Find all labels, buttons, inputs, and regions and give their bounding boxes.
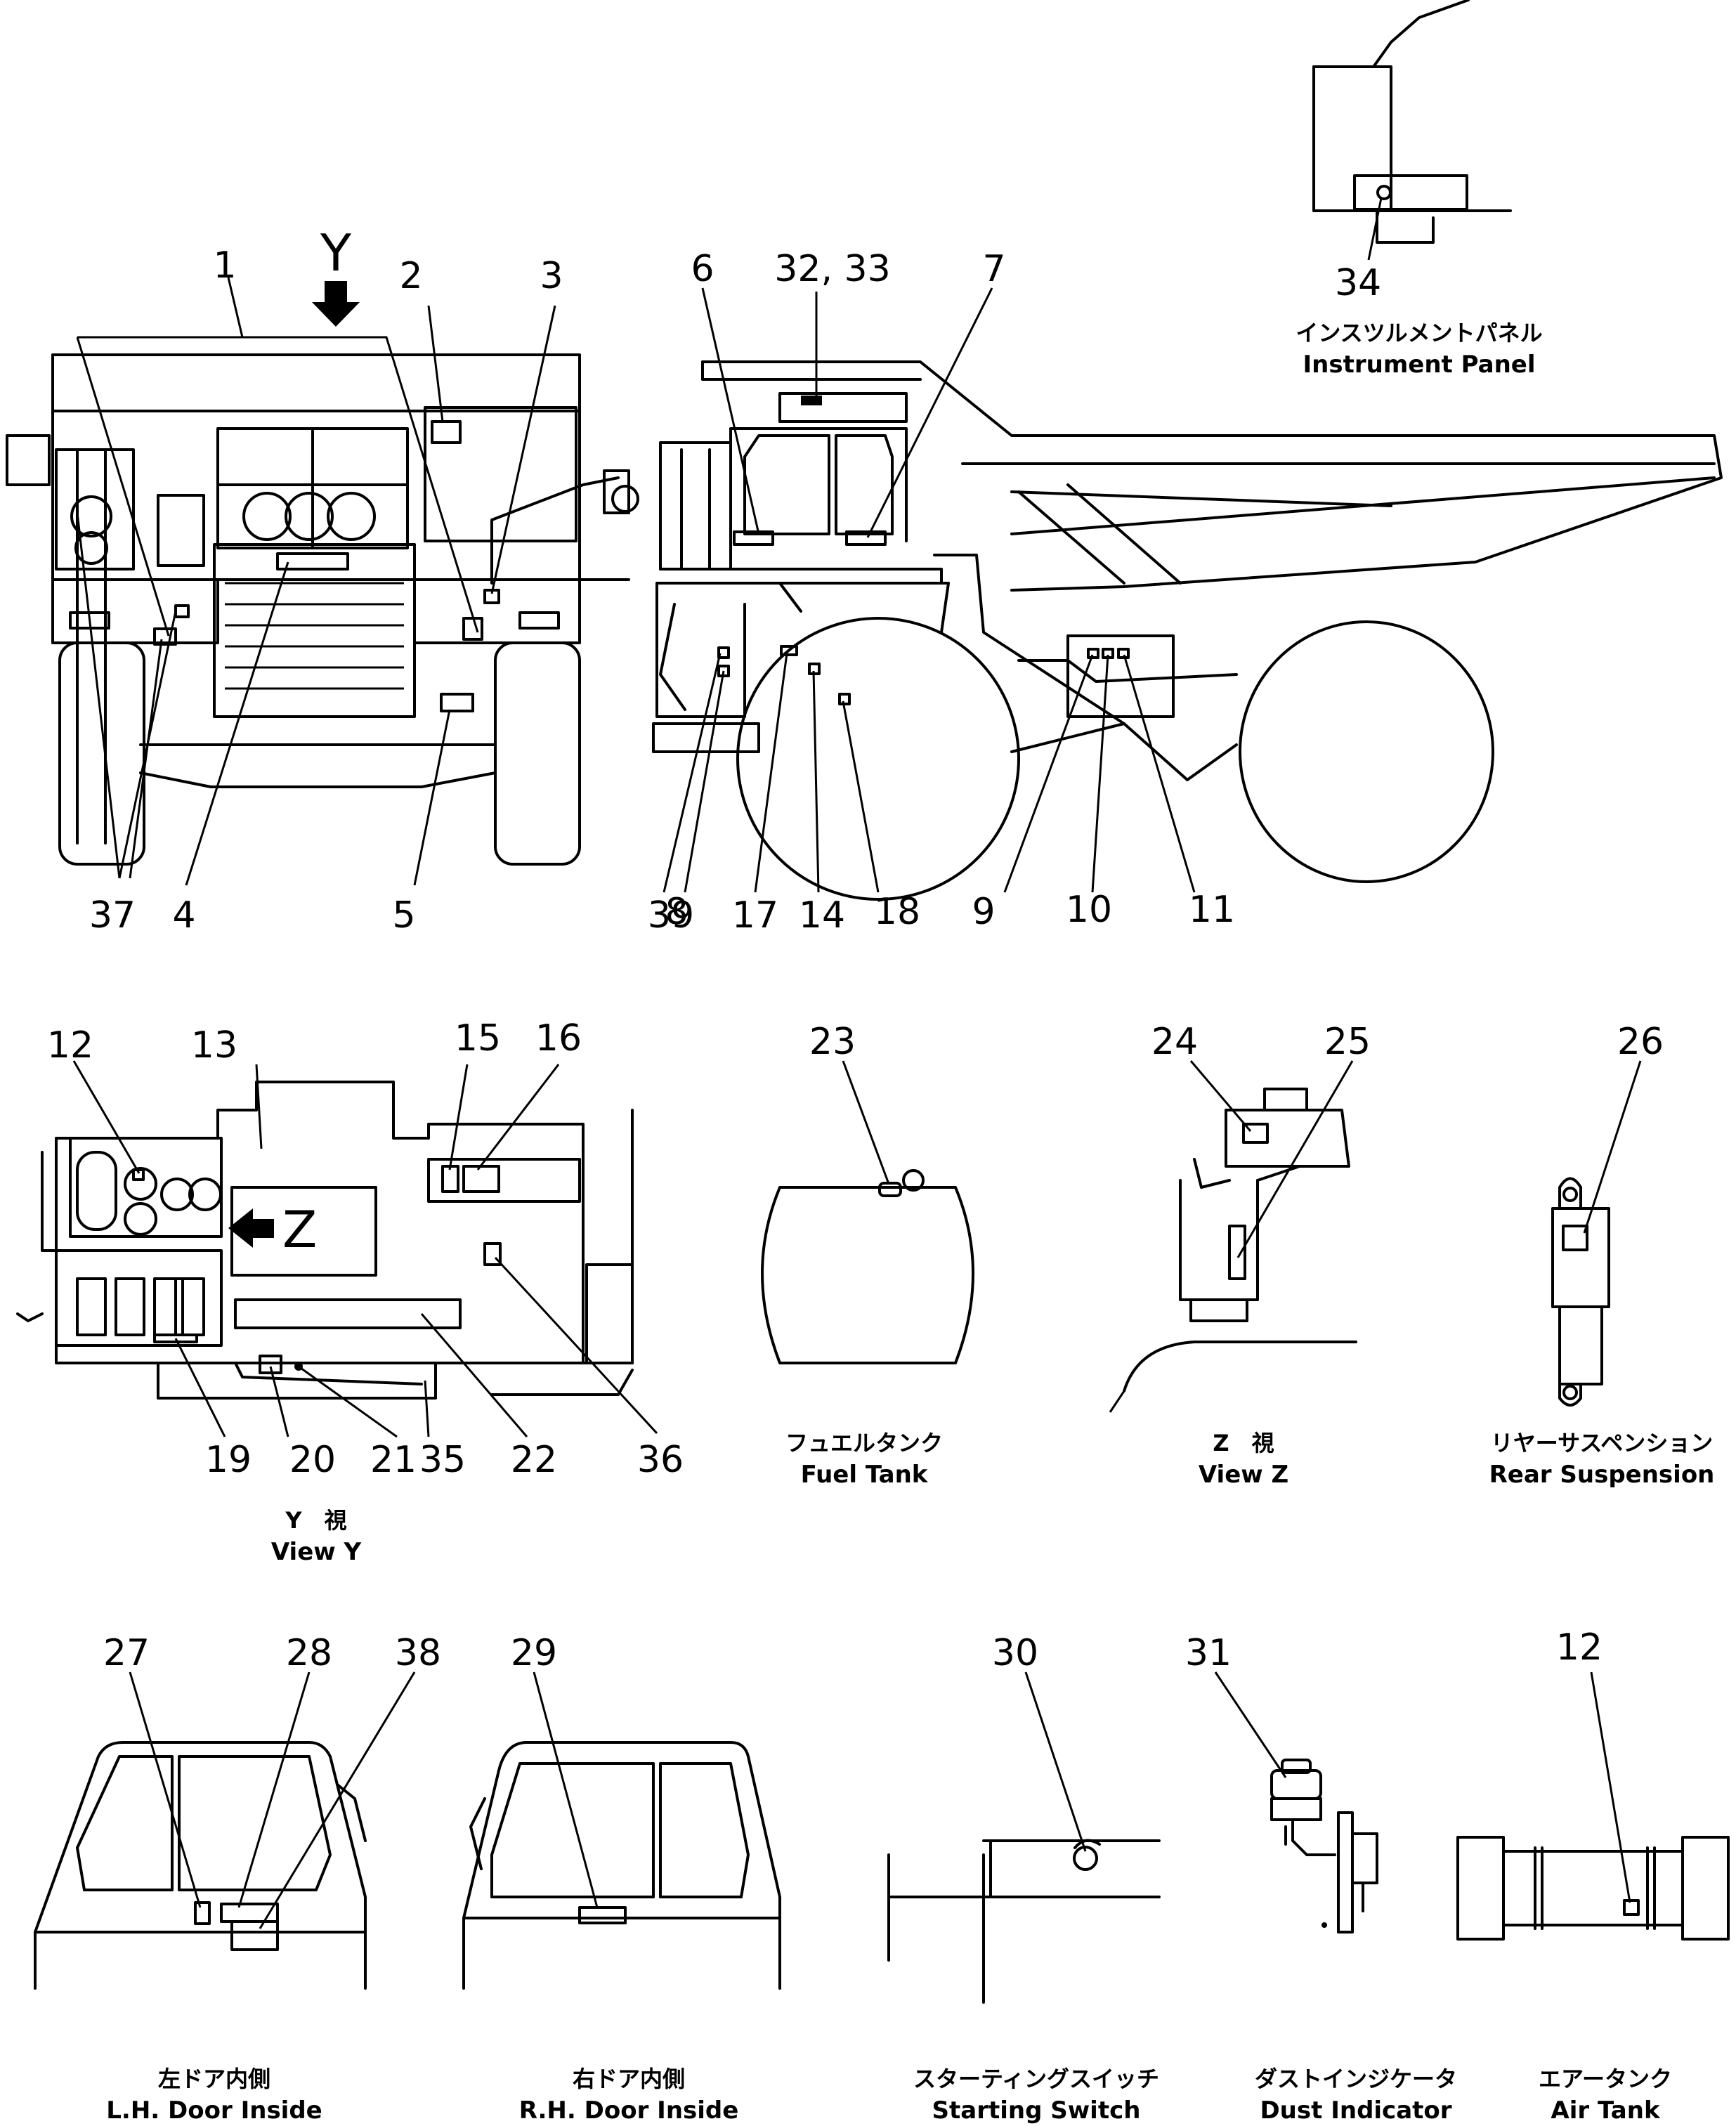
callout-37: 37 [89,894,136,937]
callout-17: 17 [732,894,778,937]
leader-25 [1236,1060,1354,1258]
callout-29: 29 [511,1632,557,1674]
callout-35: 35 [419,1439,466,1481]
callout-23: 23 [809,1021,856,1063]
callout-15: 15 [455,1017,501,1059]
callout-36: 36 [637,1439,684,1481]
view-y-marker: Y [320,223,352,282]
callout-38: 38 [395,1632,441,1674]
truck-front-view [6,353,639,866]
leader-30 [1024,1671,1087,1852]
leader-12-air-tank [1590,1671,1631,1903]
callout-25: 25 [1324,1021,1371,1063]
caption-view-z-jp: Z 視 [1213,1430,1274,1456]
callout-12-view-y: 12 [47,1024,93,1067]
view-z-arrow-icon [228,1208,274,1248]
callout-10: 10 [1066,889,1112,931]
caption-rh-door-jp: 右ドア内側 [573,2066,685,2092]
leaders-front [76,277,556,886]
callout-28: 28 [286,1632,332,1674]
leader-29 [533,1671,599,1908]
caption-starting-switch-en: Starting Switch [932,2096,1141,2125]
dust-indicator-drawing [1270,1759,1378,1933]
callout-27: 27 [103,1632,150,1674]
caption-dust-indicator-jp: ダストインジケータ [1255,2066,1457,2092]
callout-13: 13 [191,1024,237,1067]
callout-1: 1 [213,244,236,287]
callout-20: 20 [289,1439,336,1481]
leader-38 [259,1671,416,1929]
fuel-tank-drawing [761,1169,974,1364]
callout-32-33: 32, 33 [774,248,890,290]
caption-view-z-en: View Z [1199,1461,1288,1489]
callout-14: 14 [799,894,845,937]
callout-4: 4 [172,894,195,937]
view-y-drawing: Z [16,1081,634,1400]
callout-3: 3 [540,255,563,297]
callout-11: 11 [1189,889,1235,931]
leader-27 [129,1671,202,1908]
callout-18: 18 [874,891,920,933]
truck-side-view [652,360,1723,901]
air-tank-drawing [1456,1836,1730,1941]
caption-instrument-panel-en: Instrument Panel [1303,351,1536,379]
rh-door-drawing [462,1741,781,1990]
view-z-marker: Z [282,1200,317,1259]
caption-instrument-panel-jp: インスツルメントパネル [1296,320,1542,346]
caption-fuel-tank-en: Fuel Tank [801,1461,929,1489]
caption-rear-suspension-en: Rear Suspension [1489,1461,1715,1489]
callout-30: 30 [992,1632,1038,1674]
caption-view-y-jp: Y 視 [285,1507,346,1534]
callout-16: 16 [535,1017,582,1059]
caption-dust-indicator-en: Dust Indicator [1260,2096,1451,2125]
leader-24 [1189,1060,1252,1132]
leader-28 [237,1671,311,1908]
callout-6: 6 [691,248,714,290]
caption-rear-suspension-jp: リヤーサスペンション [1491,1430,1713,1456]
callout-26: 26 [1617,1021,1664,1063]
callout-7: 7 [982,248,1005,290]
leader-26 [1583,1060,1642,1234]
instrument-panel-view [1312,0,1512,261]
leader-31 [1214,1671,1287,1778]
callout-21: 21 [370,1439,417,1481]
starting-switch-drawing [887,1839,1161,2004]
caption-view-y-en: View Y [271,1538,362,1566]
leaders-side [663,287,1196,893]
callout-31: 31 [1185,1632,1232,1674]
view-y-arrow-icon [312,281,360,327]
leader-23 [842,1060,890,1185]
callout-9: 9 [972,891,995,933]
callout-34: 34 [1335,262,1381,304]
caption-rh-door-en: R.H. Door Inside [519,2096,739,2125]
caption-air-tank-en: Air Tank [1551,2096,1661,2125]
callout-5: 5 [392,894,415,937]
caption-air-tank-jp: エアータンク [1539,2066,1672,2092]
callout-19: 19 [205,1439,252,1481]
lh-door-drawing [34,1741,367,1990]
callout-24: 24 [1151,1021,1198,1063]
caption-lh-door-jp: 左ドア内側 [158,2066,270,2092]
callout-12-air-tank: 12 [1556,1626,1603,1669]
caption-fuel-tank-jp: フュエルタンク [785,1430,943,1456]
view-z-drawing [1109,1088,1357,1413]
callout-22: 22 [511,1439,557,1481]
caption-starting-switch-jp: スターティングスイッチ [913,2066,1159,2092]
callout-8: 8 [665,891,688,933]
callout-39: 39 [648,894,694,937]
rear-suspension-drawing [1551,1177,1610,1407]
leaders-view-y [72,1060,658,1438]
callout-2: 2 [399,255,422,297]
caption-lh-door-en: L.H. Door Inside [106,2096,322,2125]
